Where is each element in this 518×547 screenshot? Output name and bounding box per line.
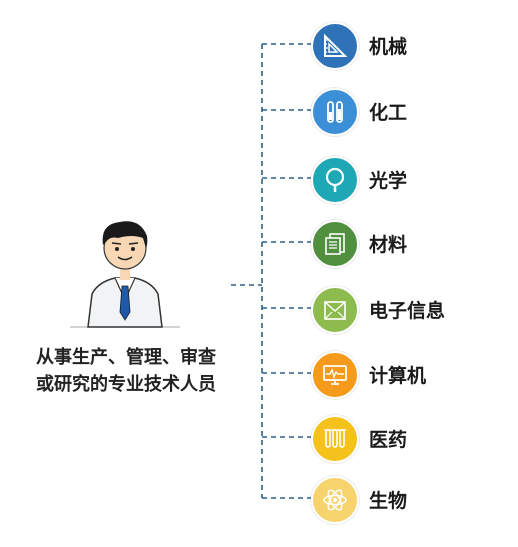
- caption-line-1: 从事生产、管理、审查: [36, 347, 216, 368]
- field-node-materials: 材料: [311, 220, 511, 268]
- professional-avatar-icon: [70, 221, 180, 328]
- field-label-optics: 光学: [369, 170, 408, 192]
- field-node-biology: 生物: [311, 476, 511, 524]
- monitor-icon: [311, 351, 359, 399]
- field-label-mechanical: 机械: [369, 36, 408, 58]
- field-node-optics: 光学: [311, 156, 511, 204]
- field-node-computer: 计算机: [311, 351, 511, 399]
- field-label-medicine: 医药: [369, 429, 408, 451]
- field-label-biology: 生物: [369, 490, 408, 512]
- vials-icon: [311, 415, 359, 463]
- ruler-triangle-icon: [311, 22, 359, 70]
- field-node-mechanical: 机械: [311, 22, 511, 70]
- field-node-chemical: 化工: [311, 88, 511, 136]
- magnifier-icon: [311, 156, 359, 204]
- test-tubes-icon: [311, 88, 359, 136]
- field-label-computer: 计算机: [369, 365, 427, 387]
- atom-icon: [311, 476, 359, 524]
- field-label-chemical: 化工: [369, 102, 408, 124]
- field-label-materials: 材料: [369, 234, 408, 256]
- profession-caption: 从事生产、管理、审查 或研究的专业技术人员: [10, 344, 242, 398]
- documents-icon: [311, 220, 359, 268]
- field-node-electronics: 电子信息: [311, 286, 511, 334]
- field-label-electronics: 电子信息: [369, 300, 446, 322]
- caption-line-2: 或研究的专业技术人员: [36, 374, 216, 395]
- circuit-board-icon: [311, 286, 359, 334]
- field-node-medicine: 医药: [311, 415, 511, 463]
